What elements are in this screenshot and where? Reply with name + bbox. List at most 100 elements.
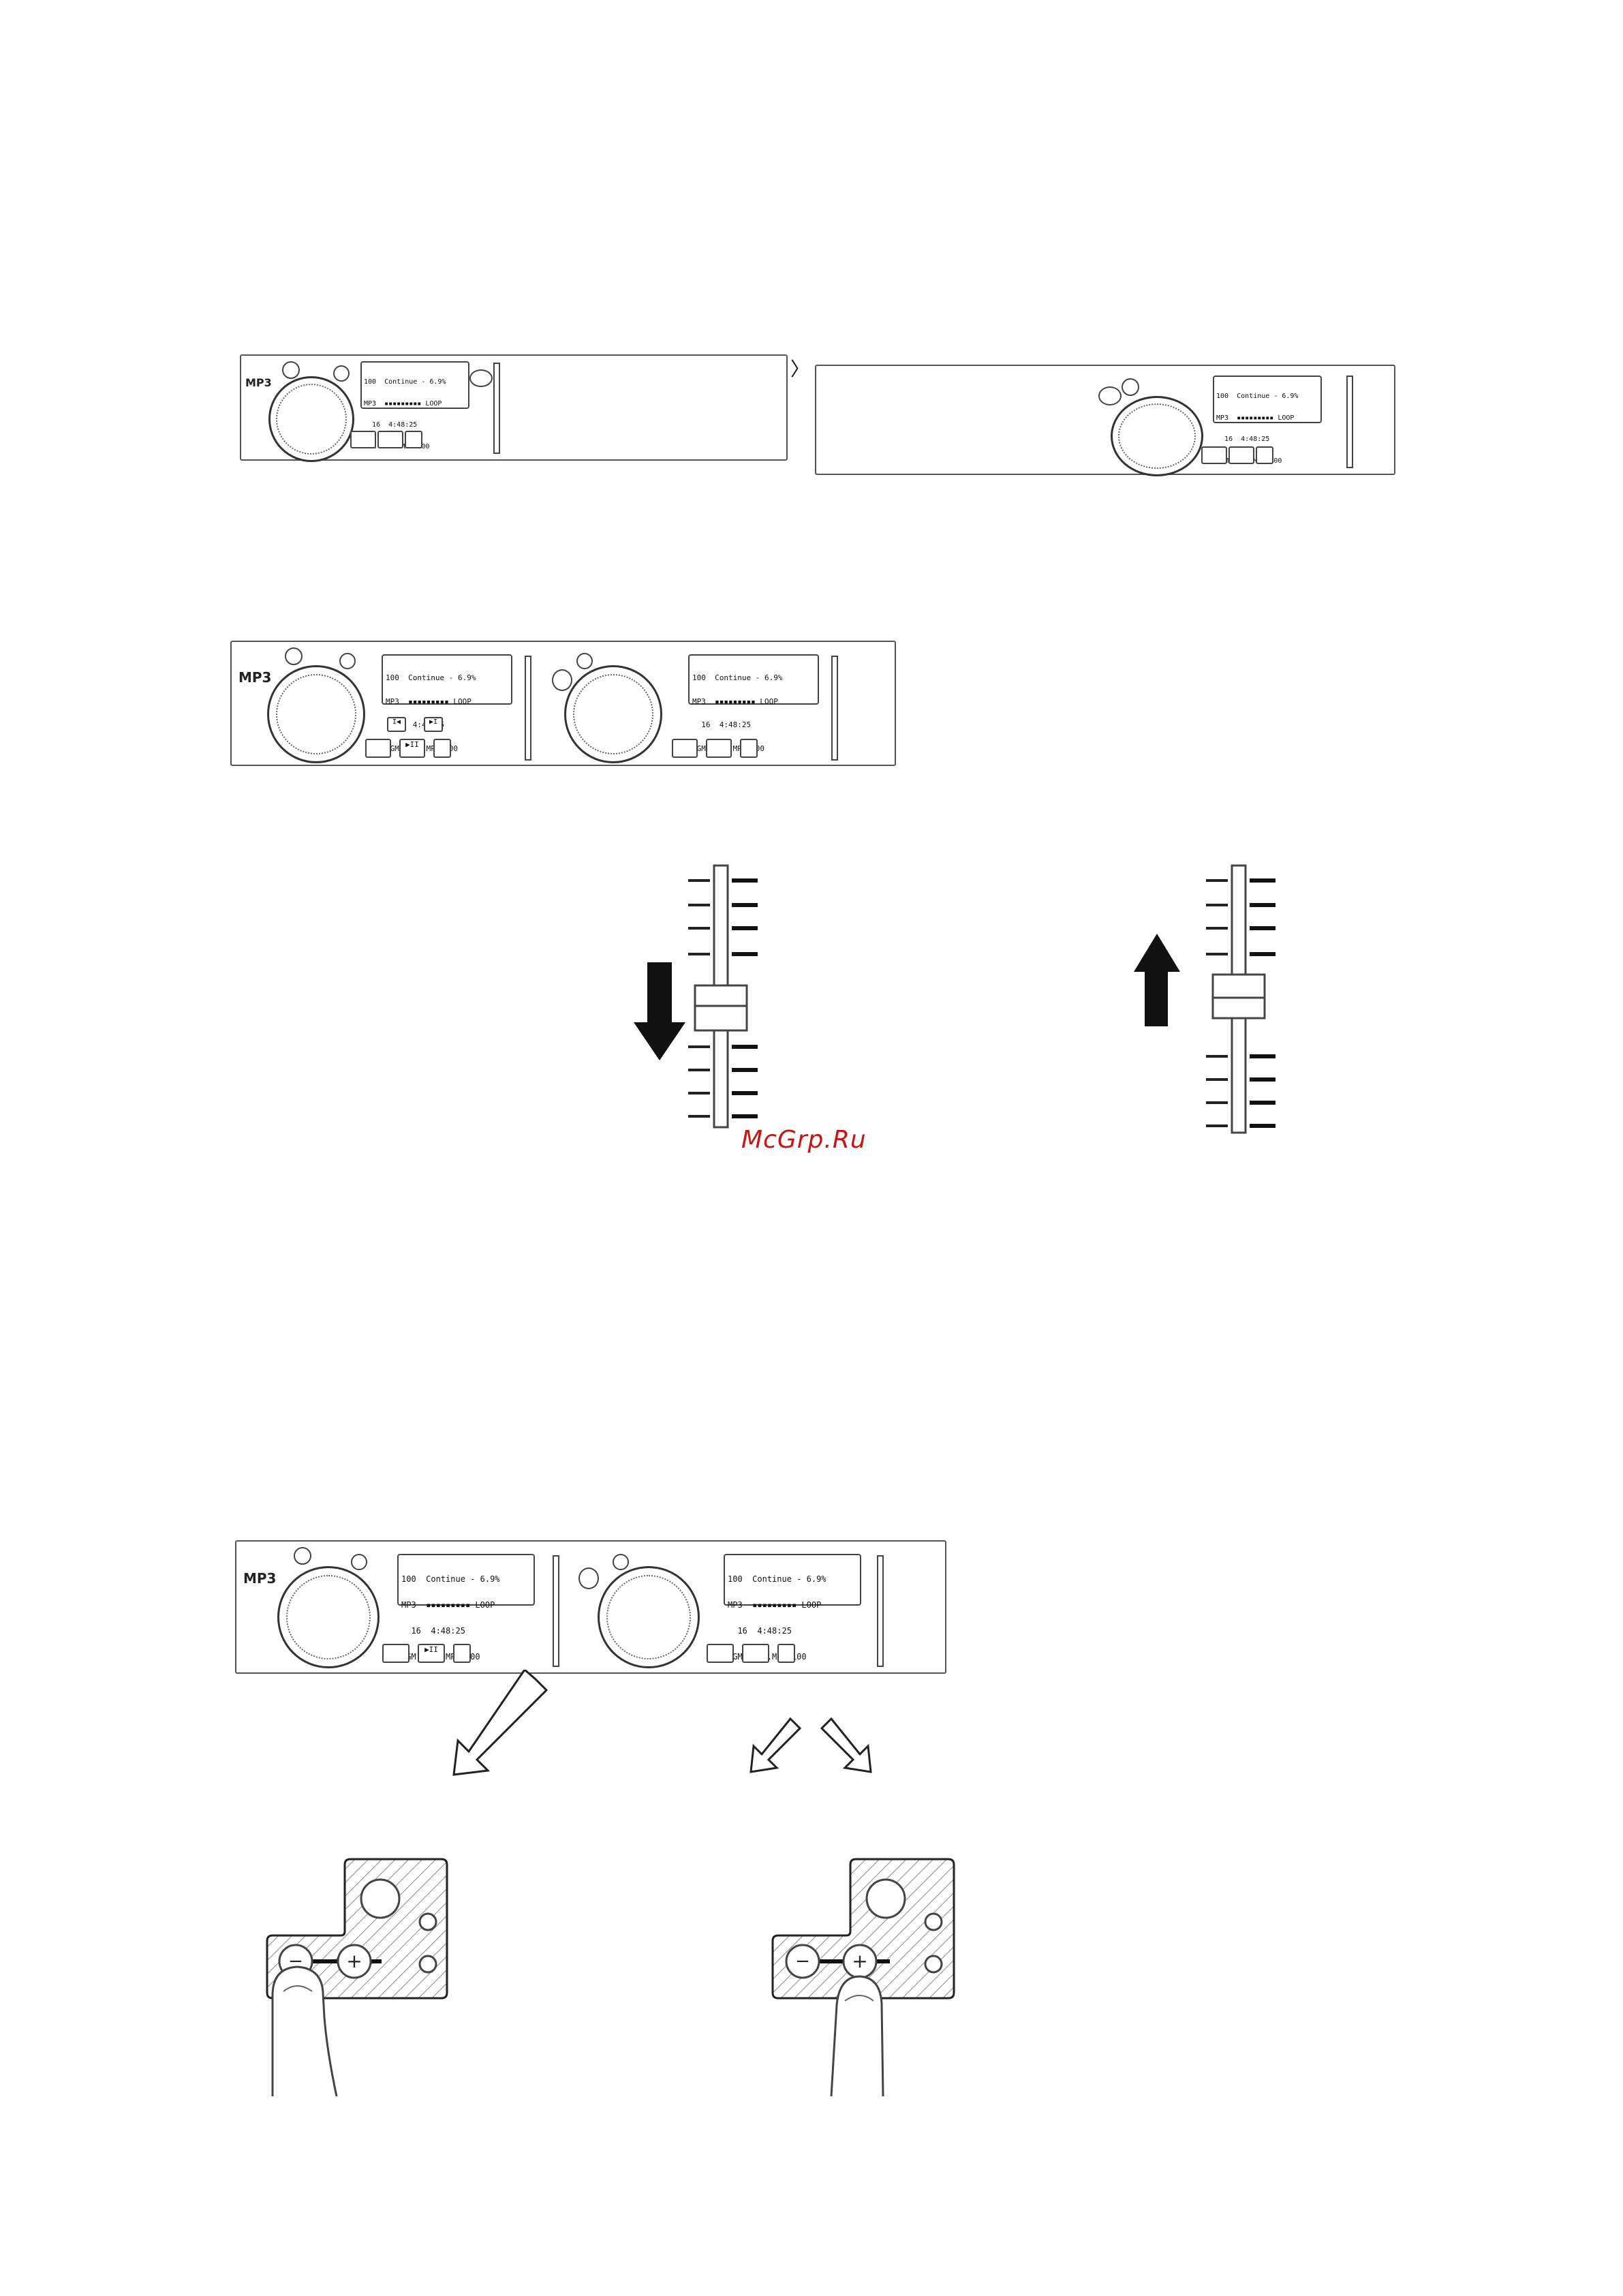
eject-button-a[interactable] bbox=[285, 647, 303, 665]
lcd-display-a: 100 Continue - 6.9% MP3 ▪▪▪▪▪▪▪▪▪ LOOP 1… bbox=[382, 654, 512, 752]
pitch-fader-down-diagram bbox=[634, 864, 758, 1129]
fader-ticks-left bbox=[1206, 879, 1228, 1127]
play-pause-button[interactable] bbox=[1228, 446, 1254, 464]
small-button-top[interactable] bbox=[418, 1912, 437, 1931]
cue-button-b[interactable] bbox=[707, 1644, 734, 1663]
eject-button[interactable] bbox=[1122, 378, 1139, 396]
lcd-display-b: 100 Continue - 6.9% MP3 ▪▪▪▪▪▪▪▪▪ LOOP 1… bbox=[724, 1554, 861, 1661]
jog-wheel-a[interactable] bbox=[277, 1566, 380, 1668]
fader-knob[interactable] bbox=[1211, 973, 1266, 1020]
play-pause-button-b[interactable] bbox=[742, 1644, 769, 1663]
small-button-bottom[interactable] bbox=[924, 1955, 943, 1974]
time-button[interactable] bbox=[469, 369, 493, 387]
plus-label: + bbox=[852, 1950, 867, 1972]
pitch-bend-large-button[interactable] bbox=[360, 1878, 401, 1919]
jog-wheel-ring-b bbox=[573, 674, 653, 754]
eject-button-a[interactable] bbox=[294, 1547, 311, 1565]
lcd-line-1: 100 Continue - 6.9% bbox=[1216, 393, 1299, 400]
pitch-bend-plus-diagram: − + bbox=[771, 1858, 955, 2097]
play-pause-button-a[interactable]: ▶II bbox=[399, 739, 425, 758]
minus-label: − bbox=[795, 1951, 810, 1972]
pitch-fader[interactable] bbox=[493, 363, 500, 454]
jog-wheel-ring-a bbox=[276, 674, 356, 754]
jog-wheel-ring bbox=[1118, 403, 1196, 469]
eject-button-b[interactable] bbox=[613, 1554, 629, 1570]
watermark-text: McGrp.Ru bbox=[741, 1126, 867, 1154]
lcd-line-2: MP3 ▪▪▪▪▪▪▪▪▪ LOOP bbox=[692, 697, 778, 706]
cue-button[interactable] bbox=[350, 431, 376, 448]
jog-wheel-ring-b bbox=[606, 1575, 691, 1659]
pitch-fader-a[interactable] bbox=[553, 1555, 559, 1667]
arrow-up-icon bbox=[1134, 934, 1180, 1026]
cue-button-b[interactable] bbox=[672, 739, 698, 758]
plus-label: + bbox=[346, 1950, 362, 1972]
play-pause-button[interactable] bbox=[377, 431, 403, 448]
mp3-logo: MP3 bbox=[245, 376, 272, 389]
search-button[interactable] bbox=[333, 365, 350, 382]
jog-wheel-ring-a bbox=[286, 1575, 371, 1659]
lcd-line-1: 100 Continue - 6.9% bbox=[728, 1574, 826, 1585]
pitch-bend-large-button[interactable] bbox=[865, 1878, 906, 1919]
eject-button[interactable] bbox=[282, 361, 300, 379]
time-button[interactable] bbox=[578, 1567, 599, 1589]
lcd-line-2: MP3 ▪▪▪▪▪▪▪▪▪ LOOP bbox=[1216, 414, 1295, 422]
mp3-logo-text: MP3 bbox=[238, 669, 272, 686]
pitch-fader[interactable] bbox=[1346, 376, 1353, 468]
pitch-fader-a[interactable] bbox=[525, 656, 531, 761]
jog-wheel-ring bbox=[276, 384, 347, 455]
search-button-a[interactable] bbox=[351, 1554, 367, 1570]
small-button-bottom[interactable] bbox=[418, 1955, 437, 1974]
loop-button[interactable] bbox=[405, 431, 422, 448]
chevron-glyph: 〉 bbox=[790, 358, 810, 380]
loop-button[interactable] bbox=[1256, 446, 1273, 464]
lcd-line-3: 16 4:48:25 bbox=[372, 421, 418, 429]
jog-wheel[interactable] bbox=[1111, 396, 1203, 476]
lcd-line-3: 16 4:48:25 bbox=[737, 1625, 792, 1636]
fader-ticks-left bbox=[688, 879, 710, 1118]
jog-wheel[interactable] bbox=[268, 376, 354, 462]
time-button[interactable] bbox=[552, 669, 572, 691]
lcd-line-2: MP3 ▪▪▪▪▪▪▪▪▪ LOOP bbox=[728, 1599, 822, 1610]
pitch-fader-b[interactable] bbox=[877, 1555, 884, 1667]
mp3-logo: MP3 bbox=[238, 669, 271, 686]
pitch-bend-minus-button[interactable] bbox=[785, 1944, 820, 1979]
loop-button-a[interactable] bbox=[433, 739, 451, 758]
lcd-line-1: 100 Continue - 6.9% bbox=[692, 673, 783, 683]
jog-wheel-a[interactable] bbox=[267, 665, 365, 763]
play-pause-button-b[interactable] bbox=[706, 739, 732, 758]
search-button-a[interactable] bbox=[339, 653, 356, 669]
jog-wheel-b[interactable] bbox=[598, 1566, 700, 1668]
jog-wheel-b[interactable] bbox=[564, 665, 662, 763]
cue-button-a[interactable] bbox=[365, 739, 391, 758]
mp3-logo: MP3 bbox=[243, 1570, 276, 1587]
loop-button-b[interactable] bbox=[740, 739, 758, 758]
pitch-fader-up-diagram bbox=[1134, 864, 1276, 1134]
next-button-a[interactable]: ▶I bbox=[424, 717, 443, 732]
lcd-line-2: MP3 ▪▪▪▪▪▪▪▪▪ LOOP bbox=[401, 1599, 495, 1610]
pitch-fader-b[interactable] bbox=[831, 656, 838, 761]
eject-button-b[interactable] bbox=[576, 653, 593, 669]
lcd-display-b: 100 Continue - 6.9% MP3 ▪▪▪▪▪▪▪▪▪ LOOP 1… bbox=[688, 654, 819, 752]
next-icon: ▶I bbox=[429, 718, 438, 726]
lcd-line-1: 100 Continue - 6.9% bbox=[401, 1574, 500, 1585]
cue-button[interactable] bbox=[1201, 446, 1227, 464]
small-button-top[interactable] bbox=[924, 1912, 943, 1931]
watermark: McGrp.Ru bbox=[741, 1126, 867, 1154]
mp3-logo-text: MP3 bbox=[245, 376, 272, 389]
fader-knob[interactable] bbox=[694, 984, 748, 1032]
chevron-icon: 〉 bbox=[790, 354, 809, 382]
prev-icon: I◀ bbox=[392, 718, 401, 726]
cue-button-a[interactable] bbox=[382, 1644, 409, 1663]
lcd-line-2: MP3 ▪▪▪▪▪▪▪▪▪ LOOP bbox=[364, 399, 442, 408]
play-pause-icon: ▶II bbox=[424, 1645, 438, 1654]
fingernail bbox=[283, 1985, 313, 1992]
lcd-line-3: 16 4:48:25 bbox=[1224, 435, 1270, 443]
finger-pointer-icon bbox=[271, 1965, 338, 2097]
loop-button-a[interactable] bbox=[453, 1644, 471, 1663]
play-pause-button-a[interactable]: ▶II bbox=[418, 1644, 445, 1663]
loop-button-b[interactable] bbox=[777, 1644, 795, 1663]
fingernail bbox=[844, 1995, 874, 2002]
prev-button-a[interactable]: I◀ bbox=[387, 717, 406, 732]
pitch-bend-plus-button[interactable] bbox=[337, 1944, 372, 1979]
time-button[interactable] bbox=[1098, 386, 1122, 405]
